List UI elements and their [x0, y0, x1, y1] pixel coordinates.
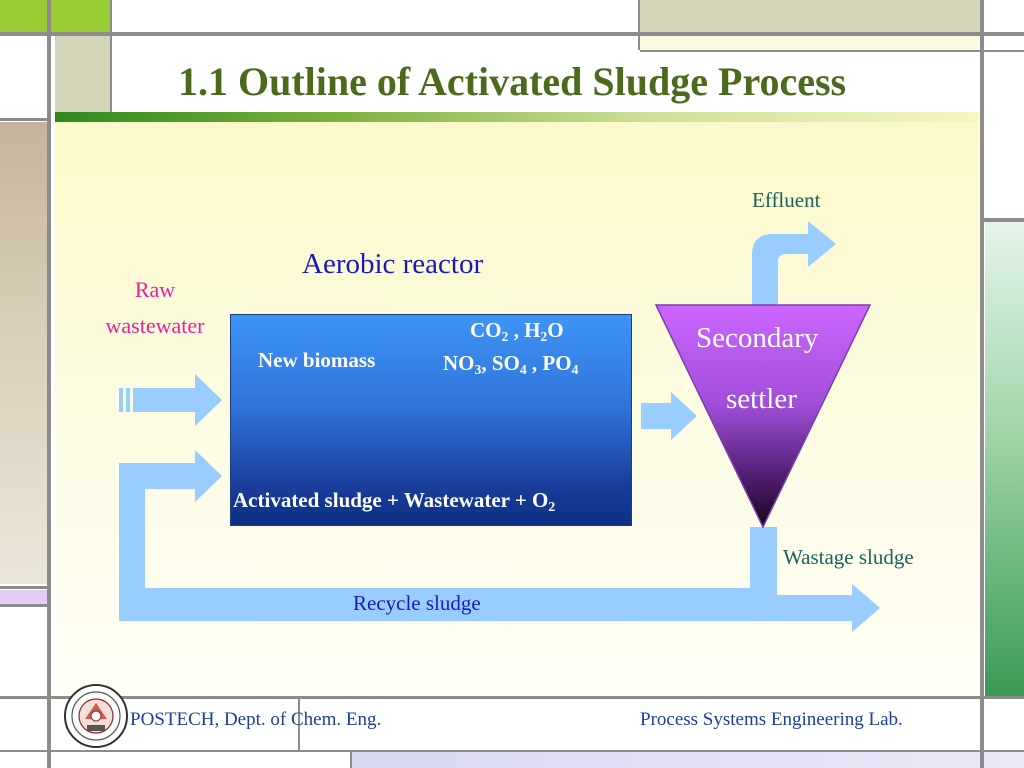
secondary-label: Secondary [696, 322, 819, 354]
po4-subscript: 4 [571, 362, 579, 378]
inlet-arrow [119, 374, 222, 426]
raw-wastewater-label: Raw wastewater [90, 272, 220, 344]
title-underline [55, 112, 979, 122]
aerobic-reactor-label: Aerobic reactor [302, 248, 484, 280]
grid-line [0, 696, 1024, 699]
secondary-settler [654, 304, 872, 529]
grid-line [0, 118, 47, 121]
grid-line [640, 50, 1024, 52]
no3-subscript: 3 [474, 362, 482, 378]
left-block-tan [55, 36, 110, 112]
wastage-arrow [777, 584, 880, 632]
reaction-subscript: 2 [548, 499, 556, 515]
grid-line [980, 0, 984, 768]
left-block-green [0, 0, 110, 32]
products-line2: NO3, SO4 , PO4 [443, 351, 578, 376]
so4-subscript: 4 [519, 362, 527, 378]
effluent-arrow [752, 221, 836, 305]
right-block-green [985, 222, 1024, 696]
grid-line [0, 750, 1024, 752]
no3-text: NO [443, 351, 475, 375]
po4-text: , PO [526, 351, 572, 375]
co2-subscript: 2 [501, 329, 509, 345]
page-title: 1.1 Outline of Activated Sludge Process [178, 59, 847, 104]
grid-line [984, 218, 1024, 222]
grid-line [110, 0, 112, 112]
grid-line [0, 604, 47, 607]
top-block-tan [640, 0, 980, 32]
co2-text: CO [470, 318, 502, 342]
left-block-brown [0, 122, 47, 584]
recycle-sludge-label: Recycle sludge [353, 591, 481, 615]
grid-line [0, 32, 1024, 36]
bottom-strip [350, 752, 1024, 768]
footer-right-text: Process Systems Engineering Lab. [640, 709, 903, 730]
footer-left-text: POSTECH, Dept. of Chem. Eng. [130, 709, 382, 730]
grid-line [298, 699, 300, 750]
settler-feed-arrow [641, 392, 697, 440]
products-line1: CO2 , H2O [470, 318, 564, 343]
wastage-sludge-label: Wastage sludge [783, 545, 914, 569]
effluent-label: Effluent [752, 188, 821, 212]
new-biomass-label: New biomass [258, 348, 376, 372]
h2o-o-text: O [547, 318, 564, 342]
raw-label-line2: wastewater [105, 313, 205, 338]
so4-text: , SO [481, 351, 520, 375]
h2o-subscript: 2 [540, 329, 548, 345]
grid-line [350, 750, 352, 768]
reaction-label: Activated sludge + Wastewater + O2 [233, 488, 555, 513]
recycle-loop [119, 450, 777, 621]
grid-line [638, 0, 640, 50]
grid-line [47, 0, 51, 768]
postech-logo [64, 684, 128, 748]
aerobic-reactor-box [230, 314, 632, 526]
left-block-lavender [0, 590, 47, 604]
grid-line [0, 586, 47, 589]
settler-label: settler [726, 383, 797, 415]
top-block-yellow [640, 36, 980, 50]
raw-label-line1: Raw [134, 277, 176, 302]
reaction-main-text: Activated sludge + Wastewater + O [233, 488, 549, 512]
h2o-h-text: , H [508, 318, 541, 342]
